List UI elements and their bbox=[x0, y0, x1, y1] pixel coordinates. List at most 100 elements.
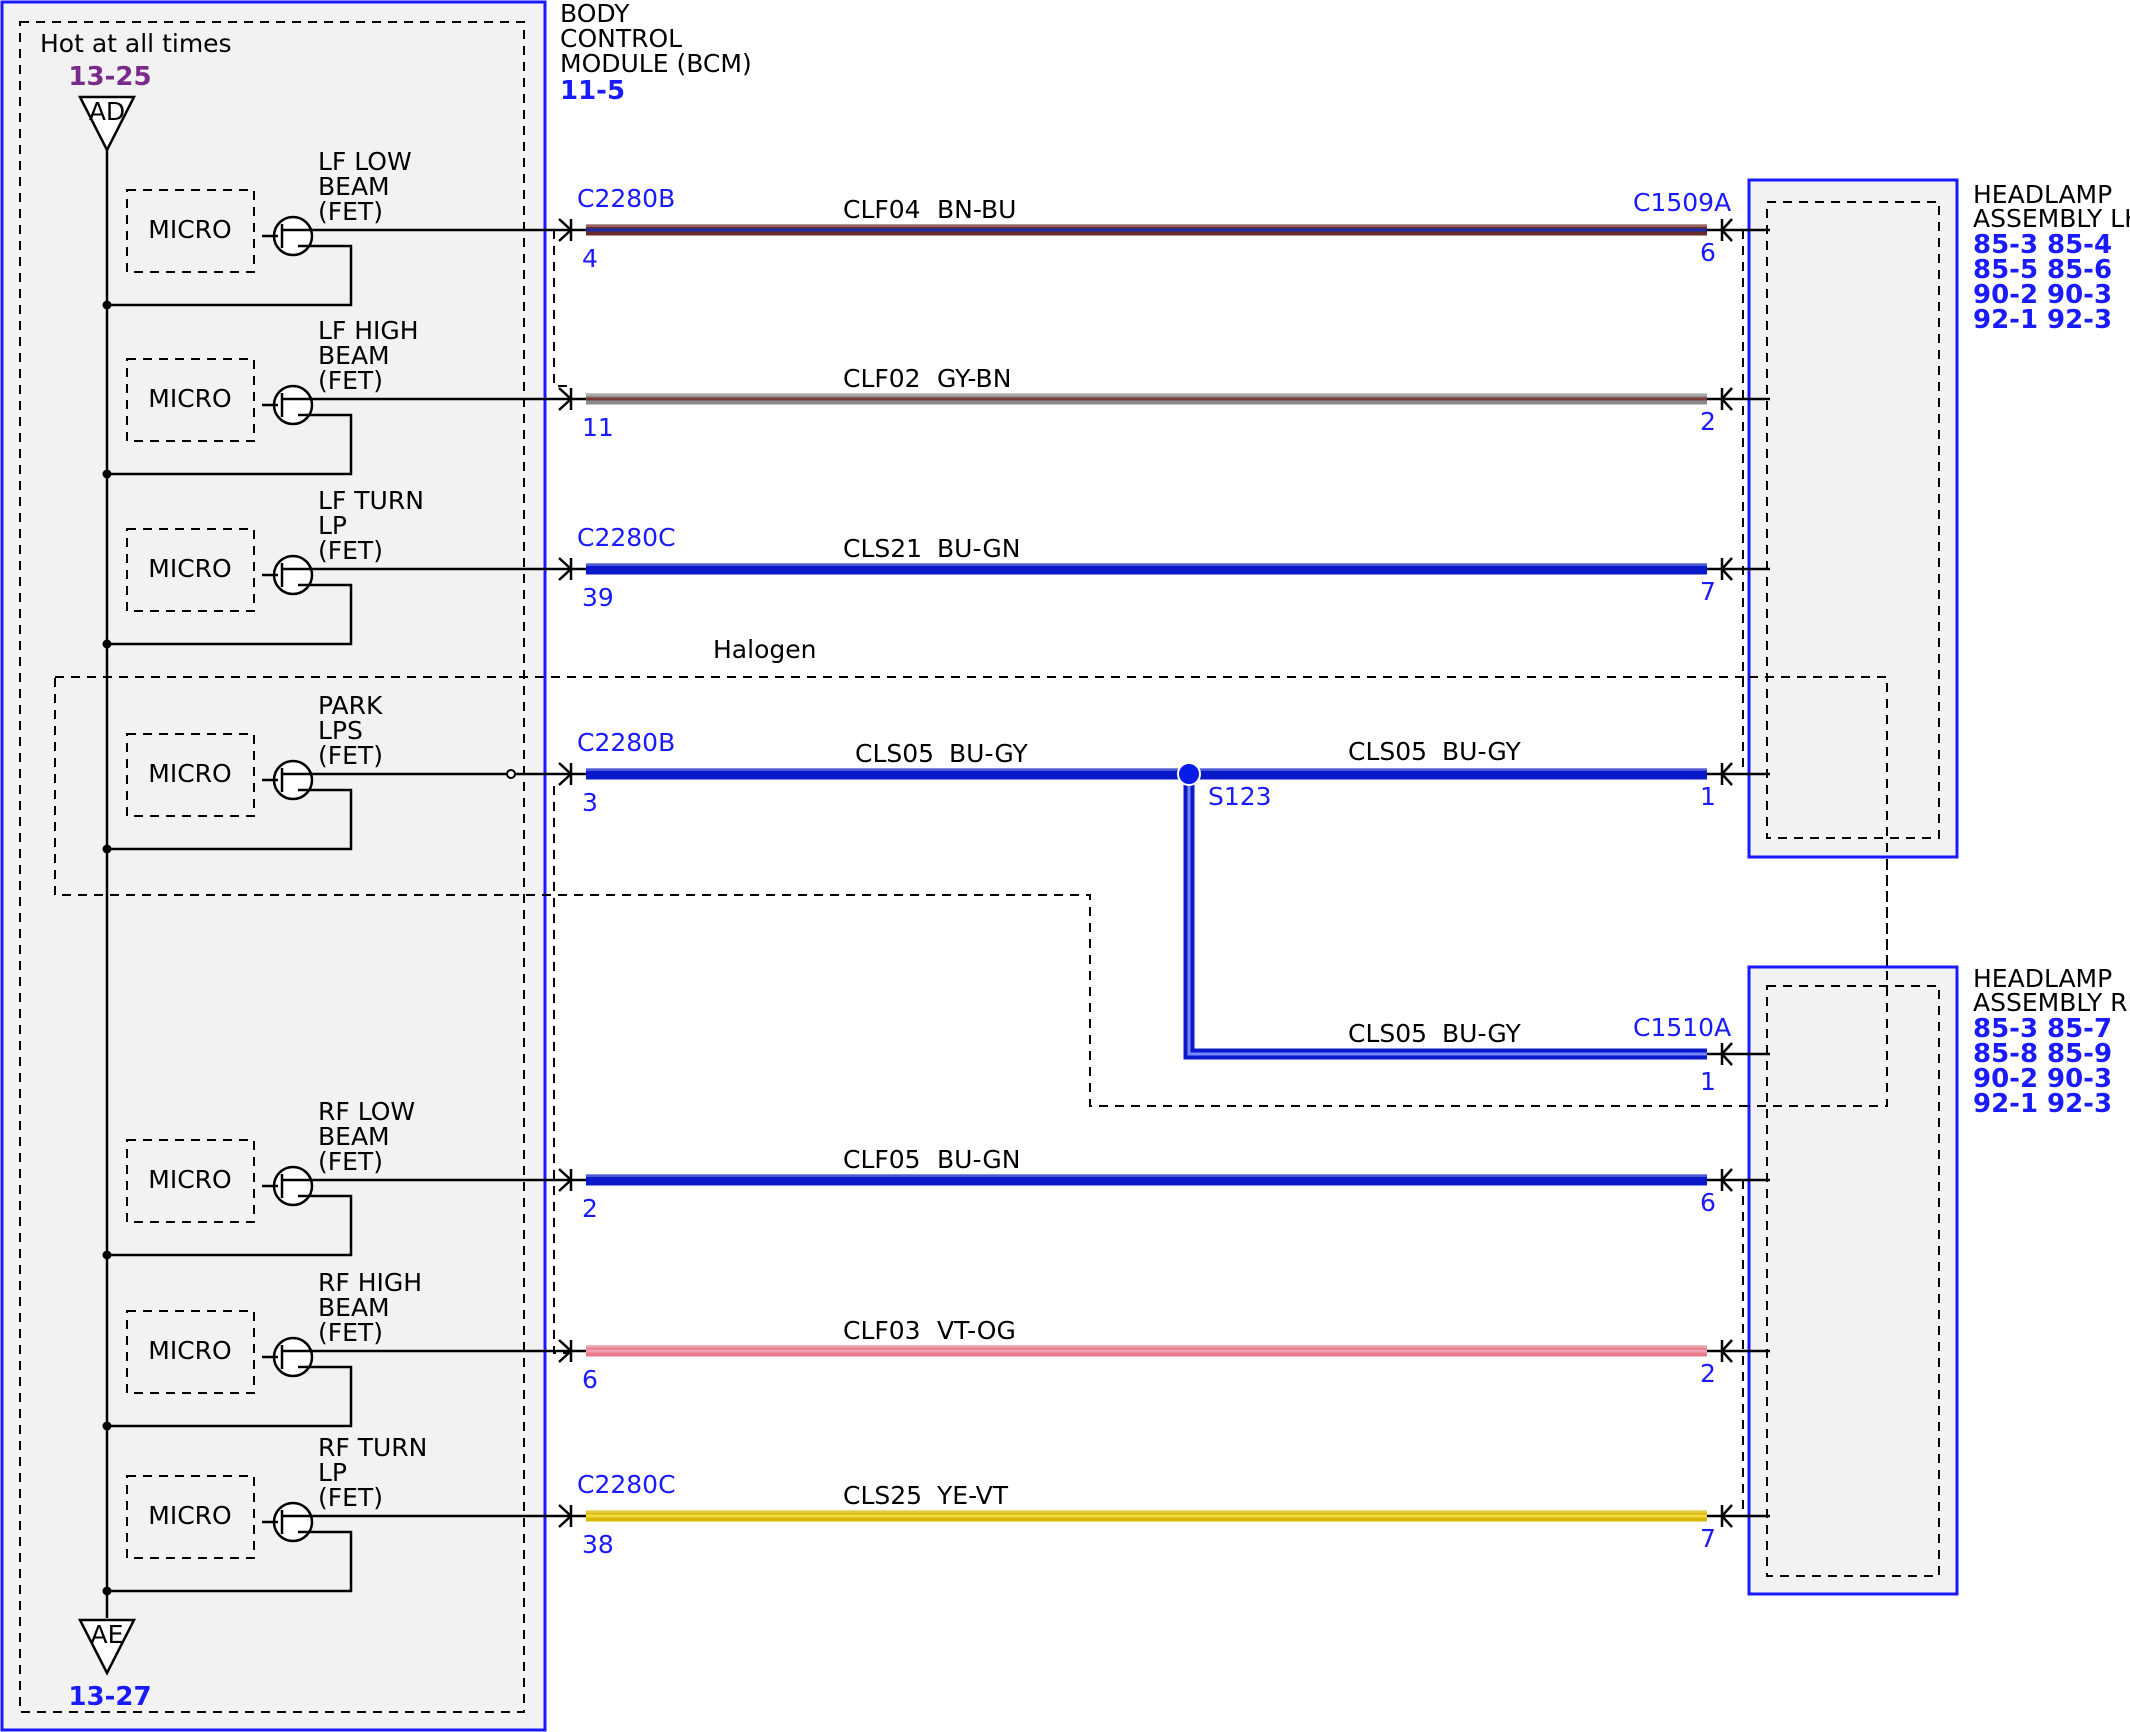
bcm-pin-label: 11 bbox=[582, 413, 614, 442]
headlamp-lh-inner bbox=[1766, 201, 1940, 839]
circuit-number: CLF02 bbox=[843, 364, 921, 393]
bcm-inner-boundary bbox=[19, 21, 525, 1713]
tag-ae-triangle bbox=[77, 1618, 137, 1676]
c1510a-connector-label: C1510A bbox=[1633, 1013, 1731, 1042]
headlamp-lh-ref-3a: 90-2 bbox=[1973, 280, 2038, 310]
bcm-pin-label: 2 bbox=[582, 1194, 598, 1223]
circuit-number: CLS05 bbox=[855, 739, 934, 768]
micro-box bbox=[126, 1475, 255, 1559]
park-test-point bbox=[506, 769, 516, 779]
driver-label-line-0: LF TURN bbox=[318, 486, 424, 515]
headlamp-rh-ref-1a: 85-3 bbox=[1973, 1014, 2038, 1044]
power-bottom-ref: 13-27 bbox=[68, 1682, 151, 1712]
circuit-color-code: YE-VT bbox=[936, 1481, 1009, 1510]
driver-label-line-1: LP bbox=[318, 1458, 347, 1487]
headlamp-lh-title-2: ASSEMBLY LH bbox=[1973, 204, 2130, 233]
bcm-pin-label: 4 bbox=[582, 244, 598, 273]
headlamp-lh-box bbox=[1747, 178, 1959, 859]
c2280b-dashed-link-bottom bbox=[553, 786, 571, 1354]
fet-return-line bbox=[107, 1530, 353, 1593]
far-pin-label: 2 bbox=[1700, 1359, 1716, 1388]
circuit-6: C2280C 38 CLS25 YE-VT 7 bbox=[558, 1470, 1770, 1559]
headlamp-lh-ref-1b: 85-4 bbox=[2047, 230, 2112, 260]
circuit-color-code: BU-GN bbox=[937, 534, 1020, 563]
splice-right-circuit: CLS05 bbox=[1348, 737, 1427, 766]
tag-ad-triangle bbox=[77, 95, 137, 153]
micro-box bbox=[126, 528, 255, 612]
driver-label-line-1: BEAM bbox=[318, 1293, 390, 1322]
driver-label-line-2: (FET) bbox=[318, 536, 383, 565]
power-top-ref: 13-25 bbox=[68, 62, 151, 92]
driver-label-line-2: (FET) bbox=[318, 1483, 383, 1512]
driver-label-line-2: (FET) bbox=[318, 366, 383, 395]
headlamp-lh-ref-4b: 92-3 bbox=[2047, 305, 2112, 335]
micro-label: MICRO bbox=[148, 1501, 231, 1530]
far-connector-label: C1509A bbox=[1633, 188, 1731, 217]
far-pin-label: 6 bbox=[1700, 1188, 1716, 1217]
splice-s123-dot bbox=[1177, 762, 1201, 786]
bcm-connector-label: C2280B bbox=[577, 728, 675, 757]
headlamp-rh-ref-4b: 92-3 bbox=[2047, 1089, 2112, 1119]
circuit-number: CLF05 bbox=[843, 1145, 921, 1174]
driver-label-line-0: PARK bbox=[318, 691, 383, 720]
fet-icon bbox=[272, 215, 314, 257]
fet-return-line bbox=[107, 1365, 353, 1428]
tag-ae-label: AE bbox=[91, 1620, 124, 1649]
bcm-ref: 11-5 bbox=[560, 76, 625, 106]
bcm-pin-label: 39 bbox=[582, 583, 614, 612]
far-pin-label: 1 bbox=[1700, 782, 1716, 811]
circuit-color-code: BU-GN bbox=[937, 1145, 1020, 1174]
micro-label: MICRO bbox=[148, 1336, 231, 1365]
splice-branch-color-code: BU-GY bbox=[1442, 1019, 1522, 1048]
headlamp-rh-ref-2a: 85-8 bbox=[1973, 1039, 2038, 1069]
circuit-color-code: GY-BN bbox=[937, 364, 1011, 393]
micro-box bbox=[126, 1139, 255, 1223]
circuit-number: CLS21 bbox=[843, 534, 922, 563]
driver-label-line-2: (FET) bbox=[318, 1318, 383, 1347]
micro-box bbox=[126, 358, 255, 442]
fet-return-line bbox=[107, 413, 353, 476]
headlamp-rh-ref-1b: 85-7 bbox=[2047, 1014, 2112, 1044]
c2280b-dashed-link-top bbox=[553, 230, 571, 387]
headlamp-rh-title-1: HEADLAMP bbox=[1973, 964, 2112, 993]
bus-junction-dot bbox=[102, 300, 112, 310]
c1510a-terminal bbox=[1707, 1042, 1770, 1066]
far-pin-label: 7 bbox=[1700, 577, 1716, 606]
bus-junction-dot bbox=[102, 844, 112, 854]
circuit-color-code: VT-OG bbox=[937, 1316, 1016, 1345]
headlamp-lh-ref-1a: 85-3 bbox=[1973, 230, 2038, 260]
bcm-pin-label: 38 bbox=[582, 1530, 614, 1559]
circuit-color-code: BU-GY bbox=[949, 739, 1029, 768]
fet-icon bbox=[272, 1165, 314, 1207]
driver-label-line-0: RF HIGH bbox=[318, 1268, 422, 1297]
driver-label-line-1: LP bbox=[318, 511, 347, 540]
far-pin-label: 7 bbox=[1700, 1524, 1716, 1553]
driver-label-line-0: LF LOW bbox=[318, 147, 412, 176]
circuit-4: 2 CLF05 BU-GN 6 bbox=[558, 1145, 1770, 1223]
driver-label-line-2: (FET) bbox=[318, 1147, 383, 1176]
driver-label-line-0: RF LOW bbox=[318, 1097, 415, 1126]
circuit-color-code: BN-BU bbox=[937, 195, 1016, 224]
bcm-pin-label: 3 bbox=[582, 788, 598, 817]
circuit-3: C2280B 3 CLS05 BU-GY 1 bbox=[558, 728, 1770, 817]
bcm-connector-label: C2280C bbox=[577, 1470, 676, 1499]
headlamp-lh-ref-2b: 85-6 bbox=[2047, 255, 2112, 285]
halogen-region-overlay bbox=[1749, 676, 1888, 1107]
headlamp-lh-title-1: HEADLAMP bbox=[1973, 180, 2112, 209]
splice-s123-label: S123 bbox=[1208, 782, 1272, 811]
driver-label-line-2: (FET) bbox=[318, 197, 383, 226]
micro-box bbox=[126, 733, 255, 817]
driver-label-line-1: BEAM bbox=[318, 172, 390, 201]
circuit-number: CLS25 bbox=[843, 1481, 922, 1510]
splice-right-color-code: BU-GY bbox=[1442, 737, 1522, 766]
headlamp-lh-ref-4a: 92-1 bbox=[1973, 305, 2038, 335]
headlamp-lh-ref-3b: 90-3 bbox=[2047, 280, 2112, 310]
fet-icon bbox=[272, 554, 314, 596]
driver-label-line-0: LF HIGH bbox=[318, 316, 419, 345]
